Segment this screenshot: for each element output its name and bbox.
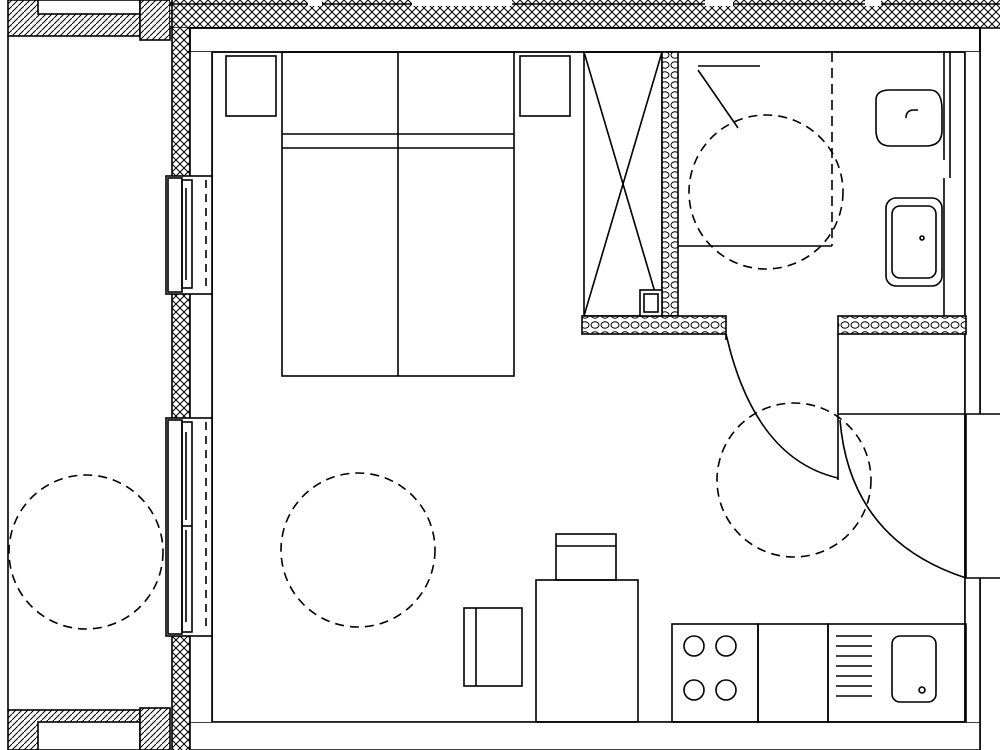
living-turning-circle — [280, 472, 436, 628]
room-inner-outline — [211, 51, 966, 723]
washbasin — [885, 197, 943, 287]
bathroom-wall-vertical — [661, 51, 679, 317]
balcony-rail-top — [37, 0, 141, 15]
plumbing-shaft-inner — [643, 293, 659, 313]
balcony-side-wall-bottom — [139, 707, 171, 750]
bathroom-door — [725, 333, 839, 480]
plumbing-shaft — [639, 289, 663, 317]
chair-top — [555, 533, 617, 581]
nightstand-right — [519, 55, 571, 117]
counter — [757, 623, 829, 723]
chair-left — [463, 607, 523, 687]
bathroom-wall-left-lower — [581, 315, 727, 335]
stove — [671, 623, 759, 723]
window-upper — [165, 175, 213, 295]
wardrobe — [583, 51, 663, 317]
bathroom-wall-right-lower — [837, 315, 967, 335]
balcony-side-wall-top — [139, 0, 171, 41]
sink — [827, 623, 967, 723]
bathroom-turning-circle — [688, 114, 844, 270]
double-bed — [281, 51, 515, 377]
balcony — [7, 0, 171, 750]
shower — [678, 52, 833, 247]
nightstand-left — [225, 55, 277, 117]
toilet — [875, 52, 951, 178]
wall-left-hatch — [172, 28, 190, 750]
balcony-rail-bottom — [37, 721, 141, 750]
hall-turning-circle — [716, 402, 872, 558]
window-lower — [165, 417, 213, 637]
entrance-door-swing — [839, 419, 967, 579]
balcony-turning-circle — [8, 474, 164, 630]
dining-table — [535, 579, 639, 723]
